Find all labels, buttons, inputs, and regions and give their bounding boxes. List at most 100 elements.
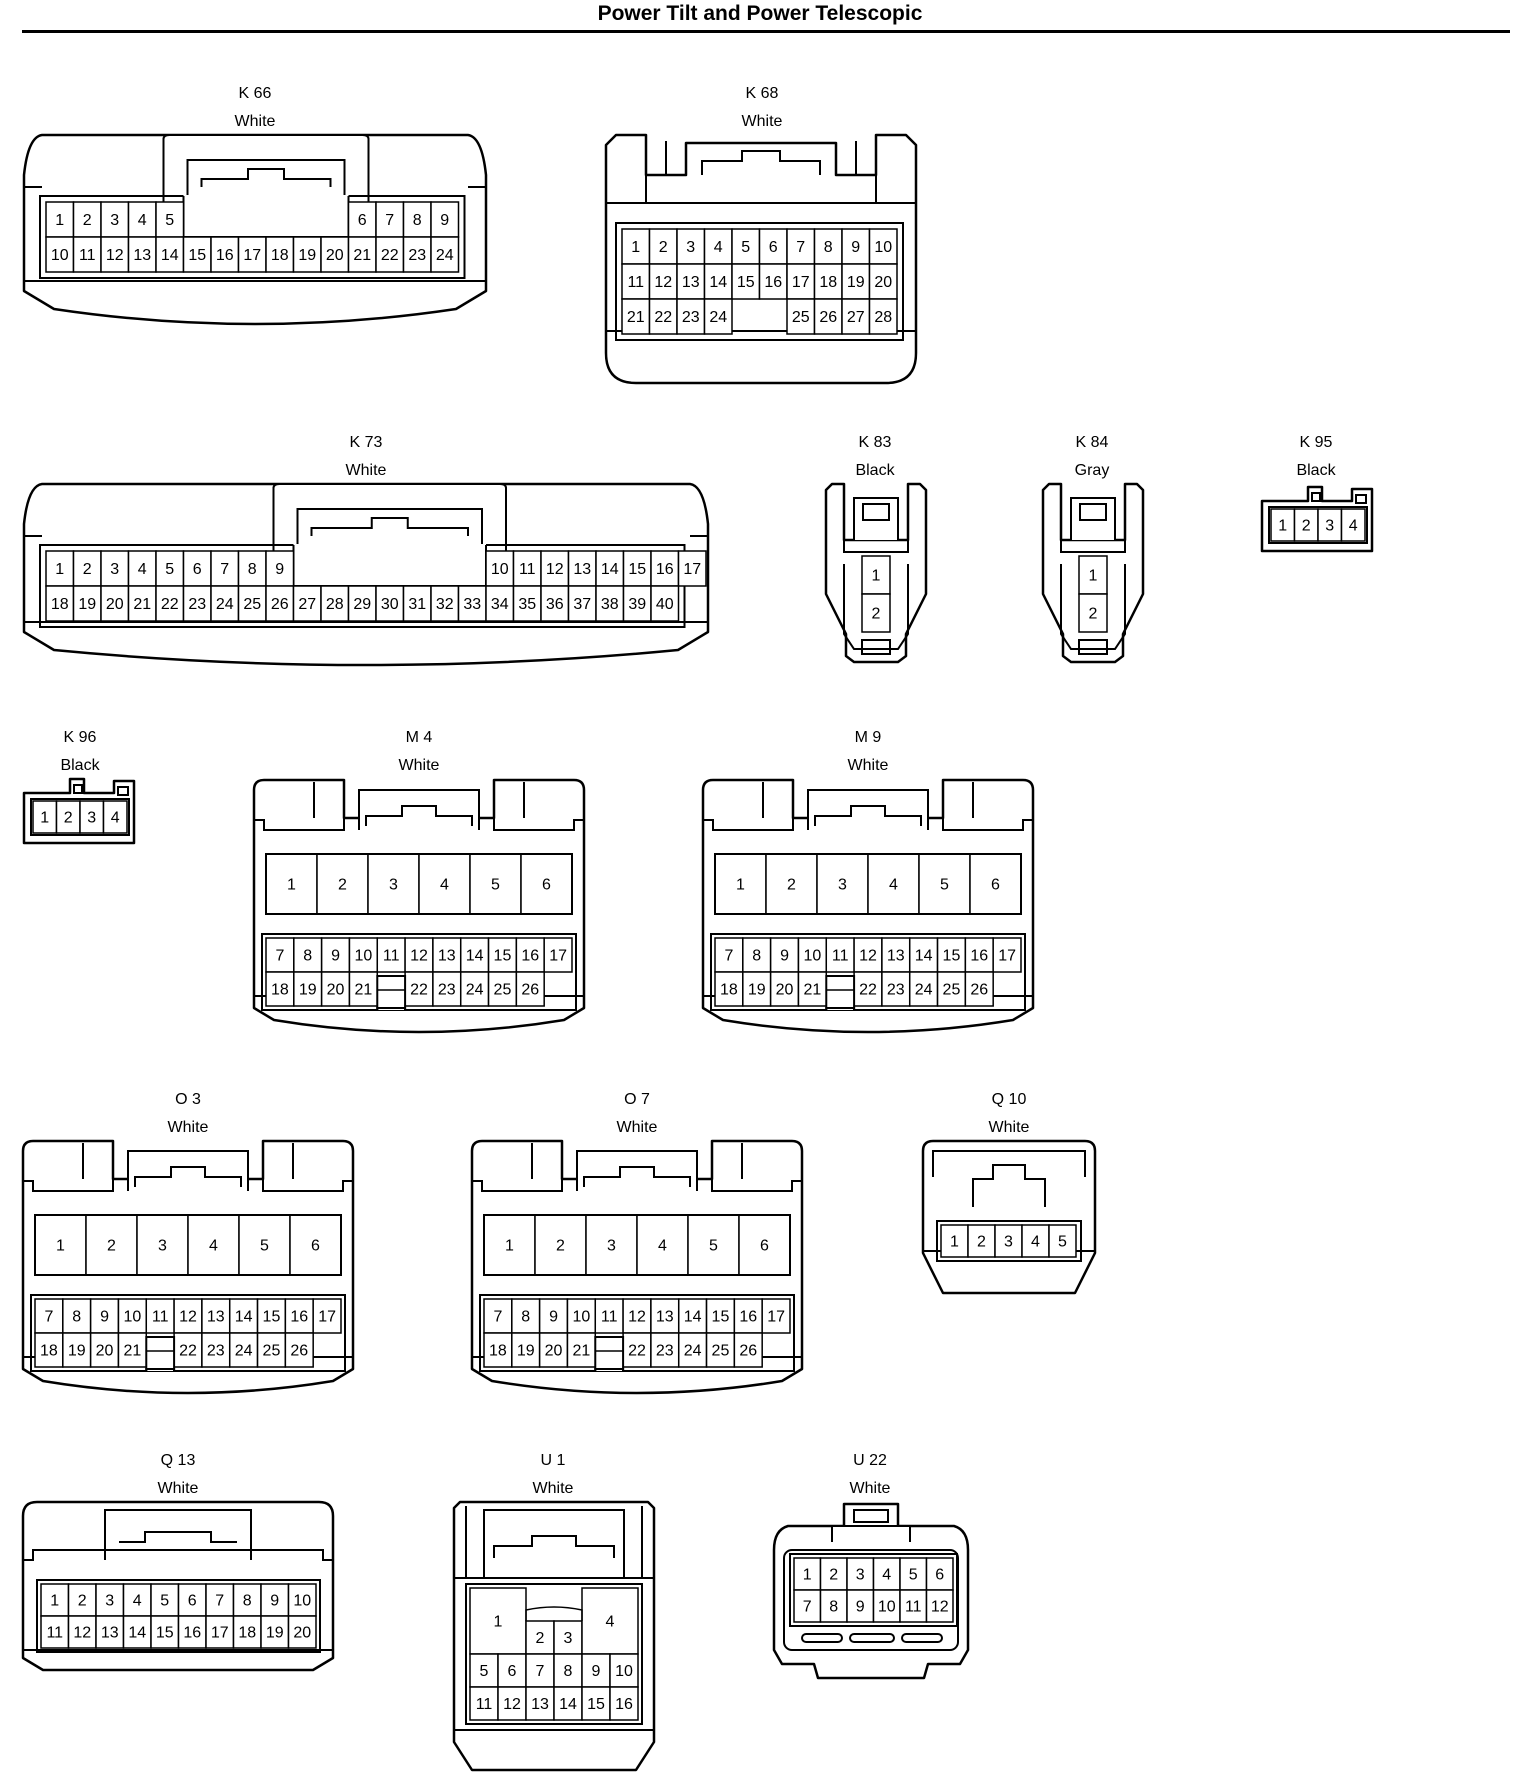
pin-cell <box>1021 1224 1050 1258</box>
pin-number: 1 <box>505 1238 514 1255</box>
pin-number: 15 <box>494 948 512 965</box>
pin-number: 13 <box>133 247 151 264</box>
pin-number: 1 <box>287 877 296 894</box>
pin-number: 4 <box>209 1238 218 1255</box>
pin-number: 9 <box>440 212 449 229</box>
pin-number: 3 <box>158 1238 167 1255</box>
pin-number: 7 <box>724 948 733 965</box>
pin-number: 4 <box>1031 1234 1040 1251</box>
pin-number: 23 <box>656 1343 674 1360</box>
pin-number: 3 <box>110 212 119 229</box>
pin-cell <box>819 1589 848 1623</box>
pin-number: 9 <box>592 1663 601 1680</box>
pin-cell <box>316 853 369 915</box>
pin-number: 2 <box>1302 518 1311 535</box>
pin-cell <box>485 585 515 622</box>
pin-number: 28 <box>874 309 892 326</box>
pin-number: 14 <box>559 1696 577 1713</box>
pin-cell <box>512 585 542 622</box>
pin-cell <box>841 263 871 300</box>
pin-number: 17 <box>243 247 261 264</box>
pin-number: 38 <box>601 596 619 613</box>
pin-cell <box>117 1298 148 1334</box>
pin-cell <box>127 550 157 587</box>
pin-cell <box>867 853 920 915</box>
pin-number: 39 <box>628 596 646 613</box>
pin-number: 6 <box>508 1663 517 1680</box>
pin-number: 3 <box>856 1567 865 1584</box>
pin-number: 19 <box>78 596 96 613</box>
pin-cell <box>228 1298 259 1334</box>
pin-cell <box>210 550 240 587</box>
pin-number: 29 <box>353 596 371 613</box>
pin-number: 13 <box>682 274 700 291</box>
pin-number: 6 <box>760 1238 769 1255</box>
pin-number: 2 <box>78 1593 87 1610</box>
pin-cell <box>122 1583 152 1617</box>
pin-cell <box>705 1298 736 1334</box>
pin-cell <box>210 236 240 273</box>
pin-number: 6 <box>991 877 1000 894</box>
pin-cell <box>769 937 800 973</box>
pin-number: 4 <box>138 561 147 578</box>
pin-number: 12 <box>503 1696 521 1713</box>
pin-cell <box>284 1332 314 1368</box>
pin-cell <box>703 298 733 335</box>
pin-number: 2 <box>536 1630 545 1647</box>
pin-number: 5 <box>909 1567 918 1584</box>
pin-number: 16 <box>183 1625 201 1642</box>
pin-number: 11 <box>601 1309 618 1326</box>
pin-number: 1 <box>872 568 881 585</box>
pin-number: 4 <box>138 212 147 229</box>
pin-number: 12 <box>179 1309 197 1326</box>
pin-number: 8 <box>829 1599 838 1616</box>
pin-number: 9 <box>549 1309 558 1326</box>
pin-number: 30 <box>381 596 399 613</box>
pin-number: 1 <box>1278 518 1287 535</box>
pin-number: 20 <box>106 596 124 613</box>
pin-cell <box>289 1214 342 1276</box>
pin-cell <box>622 1298 652 1334</box>
pin-number: 3 <box>389 877 398 894</box>
pin-number: 18 <box>271 247 289 264</box>
pin-number: 5 <box>1058 1234 1067 1251</box>
pin-cell <box>232 1583 262 1617</box>
pin-cell <box>786 298 816 335</box>
pin-cell <box>127 236 157 273</box>
pin-number: 25 <box>792 309 810 326</box>
pin-cell <box>761 1298 791 1334</box>
pin-cell <box>967 1224 996 1258</box>
pin-number: 22 <box>381 247 399 264</box>
pin-number: 1 <box>40 810 49 827</box>
pin-cell <box>348 971 379 1007</box>
pin-number: 6 <box>769 239 778 256</box>
pin-cell <box>485 550 515 587</box>
connector-id: K 83 <box>859 434 892 451</box>
pin-number: 33 <box>463 596 481 613</box>
pin-cell <box>72 236 102 273</box>
pin-number: 18 <box>271 982 289 999</box>
connector-id: K 84 <box>1076 434 1109 451</box>
pin-number: 10 <box>572 1309 590 1326</box>
pin-number: 19 <box>68 1343 86 1360</box>
pin-number: 7 <box>44 1309 53 1326</box>
pin-number: 20 <box>327 982 345 999</box>
pin-cell <box>846 1557 875 1591</box>
connector-id: U 22 <box>853 1452 887 1469</box>
pin-cell <box>538 1332 569 1368</box>
pin-number: 21 <box>627 309 645 326</box>
connector-id: Q 13 <box>161 1452 196 1469</box>
pin-number: 40 <box>656 596 674 613</box>
pin-number: 1 <box>631 239 640 256</box>
pin-number: 11 <box>152 1309 169 1326</box>
pin-cell <box>622 550 652 587</box>
connector-color: White <box>742 113 783 130</box>
connector-color: White <box>850 1480 891 1497</box>
pin-number: 2 <box>64 810 73 827</box>
